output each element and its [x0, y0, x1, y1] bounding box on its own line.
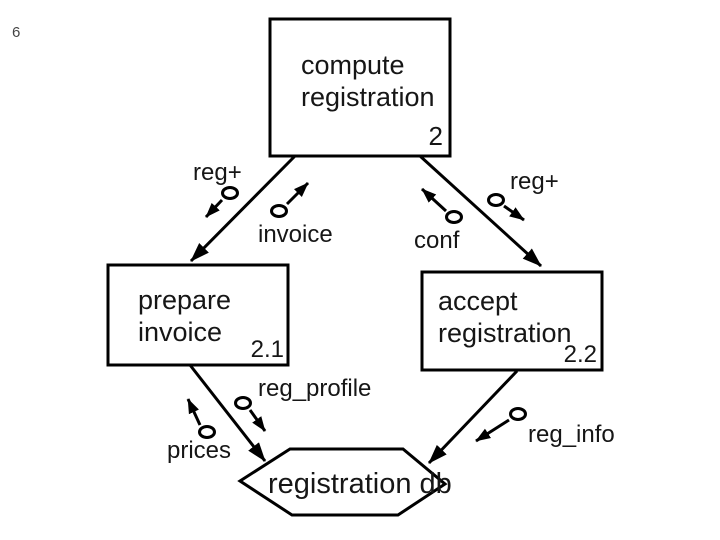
flow-label: reg_profile — [258, 375, 371, 402]
flow-origin-dot-icon — [270, 204, 288, 218]
flow-label: invoice — [258, 221, 333, 248]
flow-direction-arrow-icon — [248, 409, 267, 432]
process-label-line2: registration — [438, 318, 572, 348]
process-label-line2: invoice — [138, 317, 222, 347]
flow-direction-arrow-icon — [475, 418, 510, 443]
process-box — [106, 263, 290, 367]
flow-conf: conf — [414, 187, 463, 254]
process-box — [268, 17, 452, 158]
process-label-line1: compute — [301, 50, 405, 80]
flow-direction-arrow-icon — [186, 398, 202, 426]
process-number: 2 — [429, 121, 443, 151]
flow-direction-arrow-icon — [285, 181, 310, 206]
flow-reg-plus-right: reg+ — [487, 168, 559, 222]
flow-reg-plus-left: reg+ — [193, 159, 242, 219]
process-accept-registration: accept registration 2.2 — [420, 270, 604, 372]
process-number: 2.1 — [251, 336, 284, 363]
process-box — [420, 270, 604, 372]
flow-reg-info: reg_info — [475, 407, 615, 448]
flow-reg-profile: reg_profile — [234, 375, 371, 432]
flow-label: reg_info — [528, 421, 615, 448]
flow-origin-dot-icon — [487, 193, 505, 207]
process-prepare-invoice: prepare invoice 2.1 — [106, 263, 290, 367]
flow-origin-dot-icon — [221, 186, 239, 200]
flow-direction-arrow-icon — [204, 198, 224, 219]
process-label-line2: registration — [301, 82, 435, 112]
flow-label: prices — [167, 437, 231, 464]
flow-origin-dot-icon — [234, 396, 252, 410]
process-label-line1: accept — [438, 286, 518, 316]
flow-label: reg+ — [193, 159, 242, 186]
process-number: 2.2 — [564, 341, 597, 368]
connector-compute-to-accept-icon — [418, 154, 543, 268]
flow-direction-arrow-icon — [420, 187, 448, 213]
flow-direction-arrow-icon — [503, 204, 525, 222]
page-number: 6 — [12, 24, 20, 41]
datastore-hexagon — [237, 447, 448, 517]
flow-invoice: invoice — [258, 181, 333, 248]
flow-prices: prices — [167, 398, 231, 464]
connector-compute-to-prepare-icon — [189, 154, 297, 263]
flow-origin-dot-icon — [445, 210, 463, 224]
flow-origin-dot-icon — [198, 425, 216, 439]
flow-origin-dot-icon — [509, 407, 527, 421]
flow-label: conf — [414, 227, 460, 254]
connector-prepare-to-db-icon — [188, 364, 267, 462]
flow-label: reg+ — [510, 168, 559, 195]
process-compute-registration: compute registration 2 — [268, 17, 452, 158]
process-label-line1: prepare — [138, 285, 231, 315]
datastore-label: registration db — [268, 468, 452, 500]
connector-accept-to-db-icon — [427, 369, 519, 465]
datastore-registration-db: registration db — [237, 447, 452, 517]
